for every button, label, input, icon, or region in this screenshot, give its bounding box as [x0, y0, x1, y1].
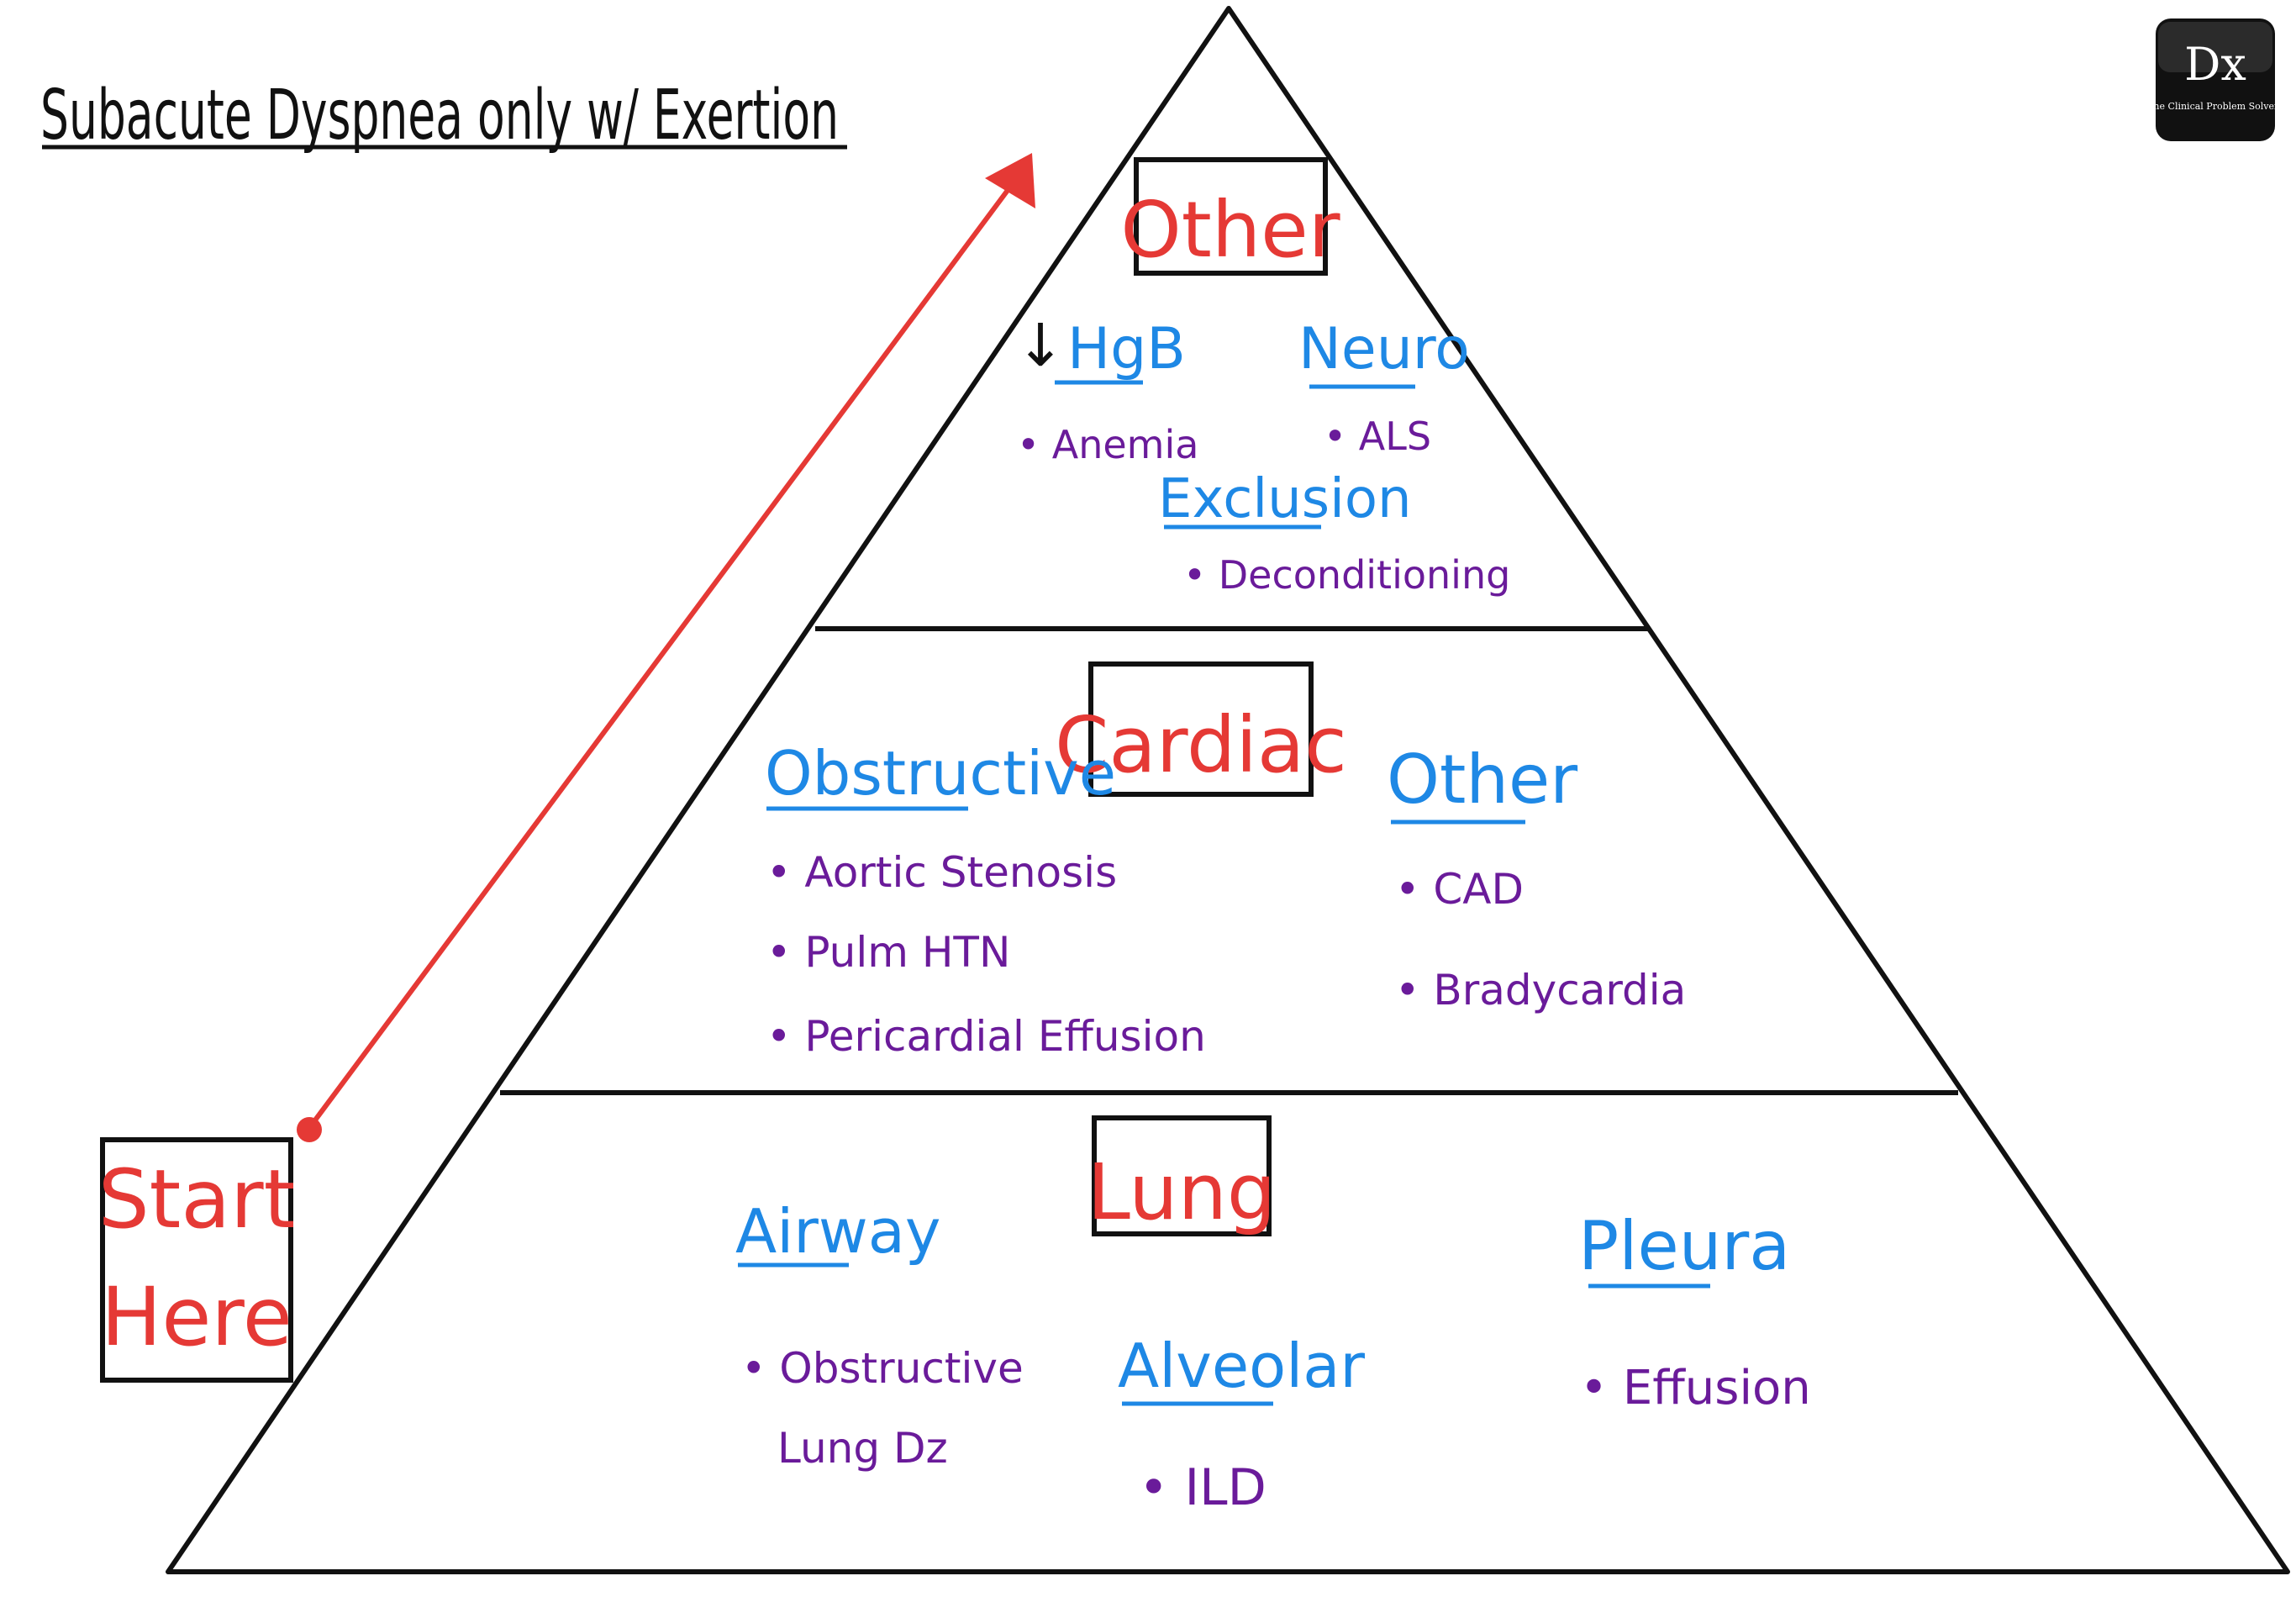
- tier-middle: Cardiac Obstructive • Aortic Stenosis • …: [765, 661, 1686, 1061]
- item-als: • ALS: [1324, 414, 1431, 459]
- category-pleura: Pleura: [1578, 1207, 1790, 1285]
- category-other-cardiac: Other: [1387, 741, 1577, 819]
- tier-middle-title-box: [1088, 661, 1314, 797]
- tier-bottom-title-box: [1092, 1115, 1272, 1236]
- down-arrow-icon: ↓: [1016, 311, 1066, 380]
- dx-logo: Dx The Clinical Problem Solvers: [2147, 18, 2283, 141]
- item-ild: • ILD: [1139, 1458, 1266, 1517]
- start-label-line1: Start: [98, 1152, 296, 1247]
- tier-top-title: Other: [1120, 185, 1340, 275]
- category-hgb: HgB: [1067, 316, 1186, 382]
- pyramid-outline: [166, 6, 2290, 1574]
- category-alveolar: Alveolar: [1118, 1331, 1365, 1401]
- diagram-title: Subacute Dyspnea only w/ Exertion: [40, 76, 839, 155]
- logo-tagline: The Clinical Problem Solvers: [2147, 101, 2283, 112]
- tier-top: Other ↓ HgB • Anemia Neuro • ALS Exclusi…: [1016, 157, 1510, 598]
- item-bradycardia: • Bradycardia: [1395, 966, 1686, 1015]
- item-anemia: • Anemia: [1017, 422, 1198, 467]
- item-aortic-stenosis: • Aortic Stenosis: [766, 848, 1117, 897]
- item-obstructive-lung-line1: • Obstructive: [741, 1344, 1024, 1393]
- item-pericardial-effusion: • Pericardial Effusion: [766, 1012, 1206, 1061]
- logo-mark: Dx: [2184, 38, 2246, 91]
- start-label-line2: Here: [101, 1270, 292, 1364]
- item-cad: • CAD: [1395, 865, 1524, 914]
- item-pulm-htn: • Pulm HTN: [766, 928, 1010, 977]
- tier-bottom-title: Lung: [1087, 1147, 1277, 1237]
- tier-bottom: Lung Airway • Obstructive Lung Dz Alveol…: [735, 1115, 1811, 1517]
- pyramid-triangle: [166, 6, 2290, 1574]
- item-pleural-effusion: • Effusion: [1580, 1361, 1811, 1415]
- arrow-tail-dot: [297, 1117, 322, 1142]
- start-arrow: [297, 153, 1035, 1142]
- arrow-head: [985, 153, 1035, 208]
- category-obstructive: Obstructive: [765, 738, 1116, 809]
- item-obstructive-lung-line2: Lung Dz: [777, 1424, 948, 1473]
- category-neuro: Neuro: [1298, 316, 1470, 382]
- category-airway: Airway: [735, 1196, 940, 1267]
- tier-middle-title: Cardiac: [1055, 700, 1347, 790]
- category-exclusion: Exclusion: [1158, 468, 1412, 530]
- item-deconditioning: • Deconditioning: [1183, 552, 1510, 598]
- diagram-title-group: Subacute Dyspnea only w/ Exertion: [40, 76, 847, 155]
- start-here-box: Start Here: [98, 1137, 296, 1383]
- tier-top-title-box: [1134, 157, 1328, 276]
